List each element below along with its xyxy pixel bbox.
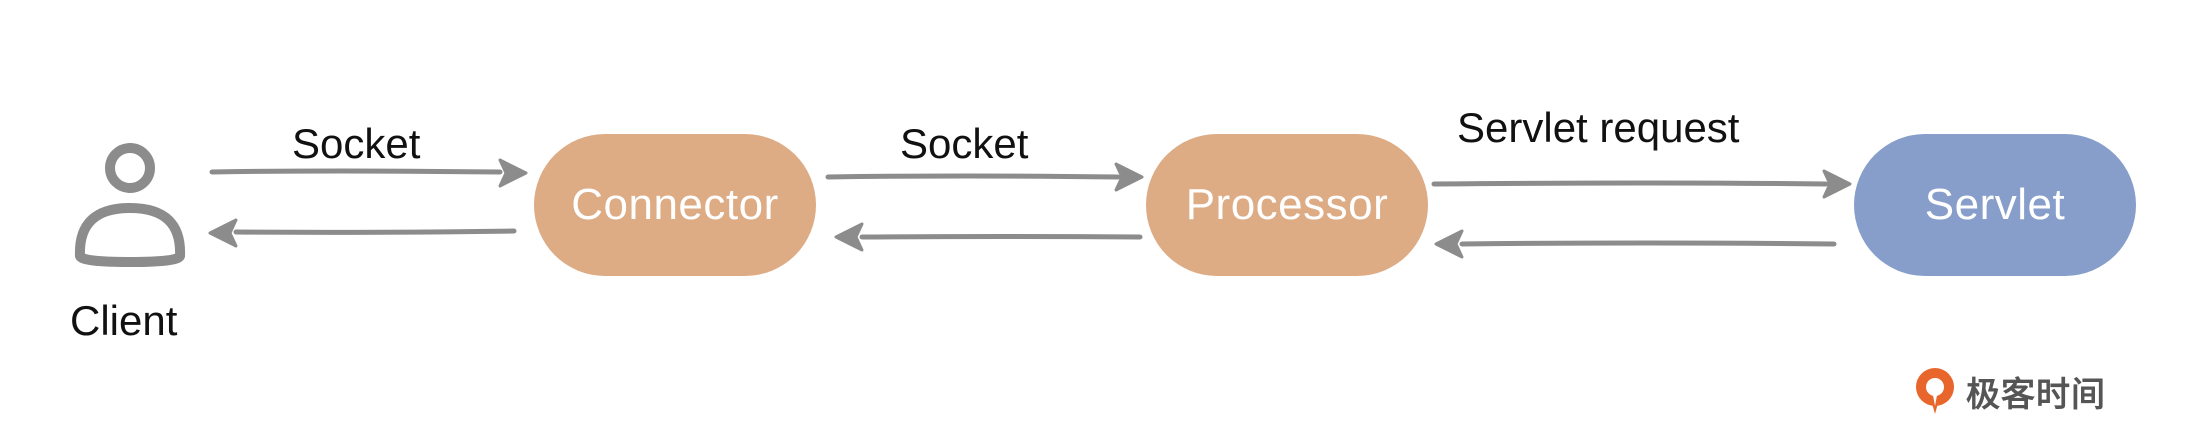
node-processor-label: Processor [1185,180,1389,229]
node-processor: Processor [1146,134,1428,276]
arrow-client-to-connector [209,168,503,175]
arrowhead-right [1822,169,1852,199]
arrow-connector-to-client [233,228,517,235]
node-connector: Connector [534,134,816,276]
client-label: Client [70,297,178,344]
edge-label-processor-servlet: Servlet request [1457,104,1740,151]
arrow-processor-to-servlet [1431,180,1829,187]
edge-label-client-connector: Socket [292,120,421,167]
watermark-text: 极客时间 [1966,374,2106,415]
user-icon [74,143,186,267]
arrowhead-right [498,158,528,188]
arrow-connector-to-processor [825,173,1121,180]
node-connector-label: Connector [571,180,779,229]
arrow-servlet-to-processor [1459,240,1837,247]
arrow-processor-to-connector [859,234,1143,240]
arrowhead-left [208,218,238,248]
node-servlet: Servlet [1854,134,2136,276]
arrowhead-left [834,222,864,252]
geektime-logo-icon [1916,368,1954,414]
edge-label-connector-processor: Socket [900,120,1029,167]
arrowhead-left [1434,229,1464,259]
node-servlet-label: Servlet [1924,180,2066,229]
watermark: 极客时间 [1912,366,2106,416]
arrowhead-right [1114,162,1144,192]
